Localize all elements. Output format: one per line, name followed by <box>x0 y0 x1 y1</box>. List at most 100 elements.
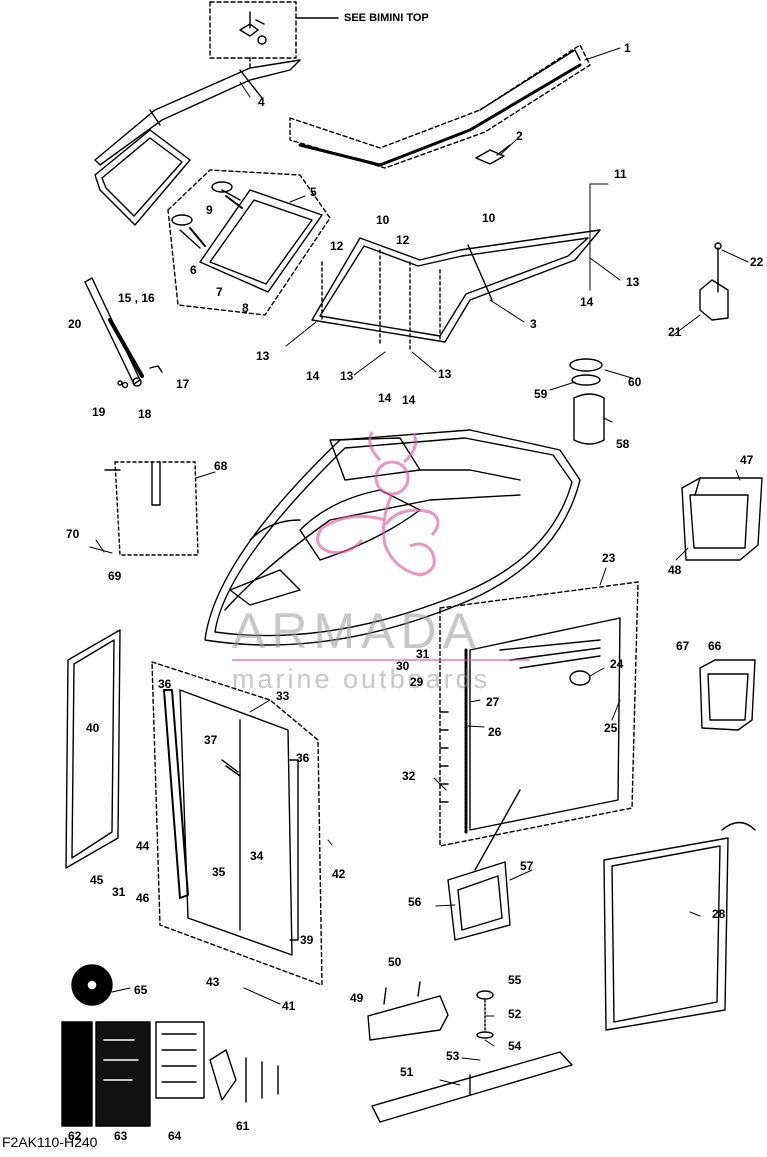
part-vent-window <box>167 169 331 316</box>
callout-14b: 14 <box>378 391 392 405</box>
callout-13a: 13 <box>256 349 270 363</box>
callout-22: 22 <box>750 255 764 269</box>
callout-34: 34 <box>250 849 264 863</box>
part-rail-51 <box>371 1051 573 1123</box>
callout-31a: 31 <box>416 647 430 661</box>
part-vent-47 <box>681 477 763 561</box>
callout-40: 40 <box>86 721 100 735</box>
callout-5: 5 <box>310 185 317 199</box>
part-mount-bracket <box>699 242 729 321</box>
callout-13c: 13 <box>438 367 452 381</box>
callout-14d: 14 <box>580 295 594 309</box>
callout-50: 50 <box>388 955 402 969</box>
part-manuals <box>61 1021 205 1127</box>
callout-63: 63 <box>114 1129 128 1143</box>
callout-39: 39 <box>300 933 314 947</box>
callout-29: 29 <box>410 675 424 689</box>
callout-45: 45 <box>90 873 104 887</box>
part-gas-strut <box>84 277 163 389</box>
part-top-rail <box>289 44 591 169</box>
leader-lines <box>89 47 749 1086</box>
part-windshield-frame <box>94 59 301 226</box>
callout-55: 55 <box>508 973 522 987</box>
callout-41: 41 <box>282 999 296 1013</box>
callout-1: 1 <box>624 41 631 55</box>
callout-13b: 13 <box>340 369 354 383</box>
callout-46: 46 <box>136 891 150 905</box>
callout-27: 27 <box>486 695 500 709</box>
callout-51: 51 <box>400 1065 414 1079</box>
callout-37: 37 <box>204 733 218 747</box>
part-fasteners-52-55 <box>476 990 494 1039</box>
callout-2: 2 <box>516 129 523 143</box>
callout-21: 21 <box>668 325 682 339</box>
callout-12b: 12 <box>396 233 410 247</box>
callout-68: 68 <box>214 459 228 473</box>
callout-36b: 36 <box>296 751 310 765</box>
callout-64: 64 <box>168 1129 182 1143</box>
part-door-assembly <box>151 661 323 986</box>
callout-20: 20 <box>68 317 82 331</box>
callout-12a: 12 <box>330 239 344 253</box>
callout-59: 59 <box>534 387 548 401</box>
bimini-detail-box <box>209 1 339 71</box>
callout-14c: 14 <box>402 393 416 407</box>
drawing-code: F2AK110-H240 <box>2 1134 98 1150</box>
callout-70: 70 <box>66 527 80 541</box>
callout-10b: 10 <box>482 211 496 225</box>
callout-24: 24 <box>610 657 624 671</box>
callout-56: 56 <box>408 895 422 909</box>
part-2-bracket <box>475 144 511 165</box>
callout-6: 6 <box>190 263 197 277</box>
callout-32: 32 <box>402 769 416 783</box>
callout-11: 11 <box>614 167 627 181</box>
part-storage-box <box>447 861 511 941</box>
part-cover-panel <box>104 461 199 556</box>
callout-3: 3 <box>530 317 537 331</box>
callout-52: 52 <box>508 1007 522 1021</box>
callout-48: 48 <box>668 563 682 577</box>
part-windshield-glass <box>311 229 601 351</box>
part-block-49 <box>367 981 449 1041</box>
callout-25: 25 <box>604 721 618 735</box>
callout-58: 58 <box>616 437 630 451</box>
callout-67: 67 <box>676 639 690 653</box>
callout-61: 61 <box>236 1119 250 1133</box>
callout-10a: 10 <box>376 213 390 227</box>
callout-19: 19 <box>92 405 106 419</box>
part-tools-61 <box>209 1049 279 1103</box>
callout-14a: 14 <box>306 369 320 383</box>
callout-15-16: 15 , 16 <box>118 291 155 305</box>
watermark-tagline: marine outboards <box>232 664 491 694</box>
part-hatch-assembly <box>439 581 639 871</box>
callout-9: 9 <box>206 203 213 217</box>
callout-62: 62 <box>68 1129 82 1143</box>
callout-65: 65 <box>134 983 148 997</box>
callout-57: 57 <box>520 859 534 873</box>
callout-18: 18 <box>138 407 152 421</box>
callout-7: 7 <box>216 285 223 299</box>
callout-23: 23 <box>602 551 616 565</box>
see-bimini-note: SEE BIMINI TOP <box>344 12 429 24</box>
callout-35: 35 <box>212 865 226 879</box>
callout-44: 44 <box>136 839 150 853</box>
callout-33: 33 <box>276 689 290 703</box>
callout-28: 28 <box>712 907 726 921</box>
callout-26: 26 <box>488 725 502 739</box>
callout-69: 69 <box>108 569 122 583</box>
callout-66: 66 <box>708 639 722 653</box>
callout-47: 47 <box>740 453 754 467</box>
callout-17: 17 <box>176 377 190 391</box>
callout-8: 8 <box>242 301 249 315</box>
callout-4: 4 <box>258 95 265 109</box>
callout-49: 49 <box>350 991 364 1005</box>
callout-13d: 13 <box>626 275 640 289</box>
part-long-panel <box>65 629 121 869</box>
callout-31b: 31 <box>112 885 126 899</box>
watermark-brand: ARMADA <box>232 603 482 659</box>
callout-43: 43 <box>206 975 220 989</box>
part-vent-66 <box>699 659 756 731</box>
callout-36a: 36 <box>158 677 172 691</box>
